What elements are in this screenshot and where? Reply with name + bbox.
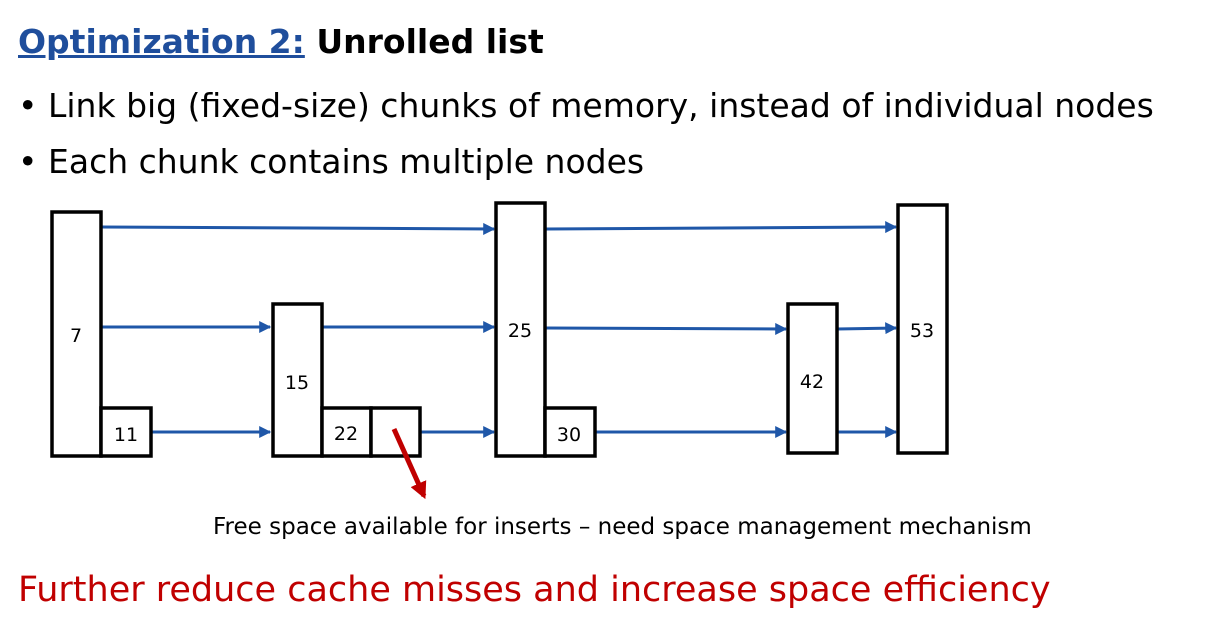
bullet-item: • Each chunk contains multiple nodes — [18, 134, 1154, 190]
node-label: 30 — [557, 424, 581, 446]
free-space-note: Free space available for inserts – need … — [213, 514, 1032, 540]
bullet-text: Each chunk contains multiple nodes — [48, 142, 645, 181]
bullet-item: • Link big (fixed-size) chunks of memory,… — [18, 78, 1154, 134]
title-prefix: Optimization 2: — [18, 22, 305, 61]
bullet-text: Link big (fixed-size) chunks of memory, … — [48, 86, 1154, 125]
chunk-box-15 — [271, 302, 324, 458]
chunk-box-25 — [494, 201, 547, 458]
chunk-box-42 — [786, 302, 839, 455]
node-label: 11 — [114, 424, 138, 446]
node-label: 53 — [910, 320, 934, 342]
chunk-box-53 — [896, 203, 949, 455]
link-arrow — [836, 322, 898, 335]
conclusion-text: Further reduce cache misses and increase… — [18, 570, 1051, 610]
chunk-box-7 — [50, 210, 103, 458]
title-main: Unrolled list — [316, 22, 544, 61]
node-label: 15 — [285, 372, 309, 394]
bullet-list: • Link big (fixed-size) chunks of memory,… — [18, 78, 1154, 190]
chunk-box-11 — [99, 406, 153, 458]
chunk-box-30 — [543, 406, 597, 458]
node-label: 42 — [800, 371, 824, 393]
node-label: 25 — [508, 320, 532, 342]
node-label: 7 — [70, 325, 82, 347]
free-space-pointer-arrow — [391, 427, 427, 500]
link-arrow — [100, 222, 496, 235]
node-label: 22 — [334, 423, 358, 445]
bullet-dot: • — [18, 142, 38, 181]
link-arrow — [545, 221, 898, 234]
slide-title: Optimization 2: Unrolled list — [18, 22, 544, 61]
link-arrow — [545, 322, 788, 335]
bullet-dot: • — [18, 86, 38, 125]
